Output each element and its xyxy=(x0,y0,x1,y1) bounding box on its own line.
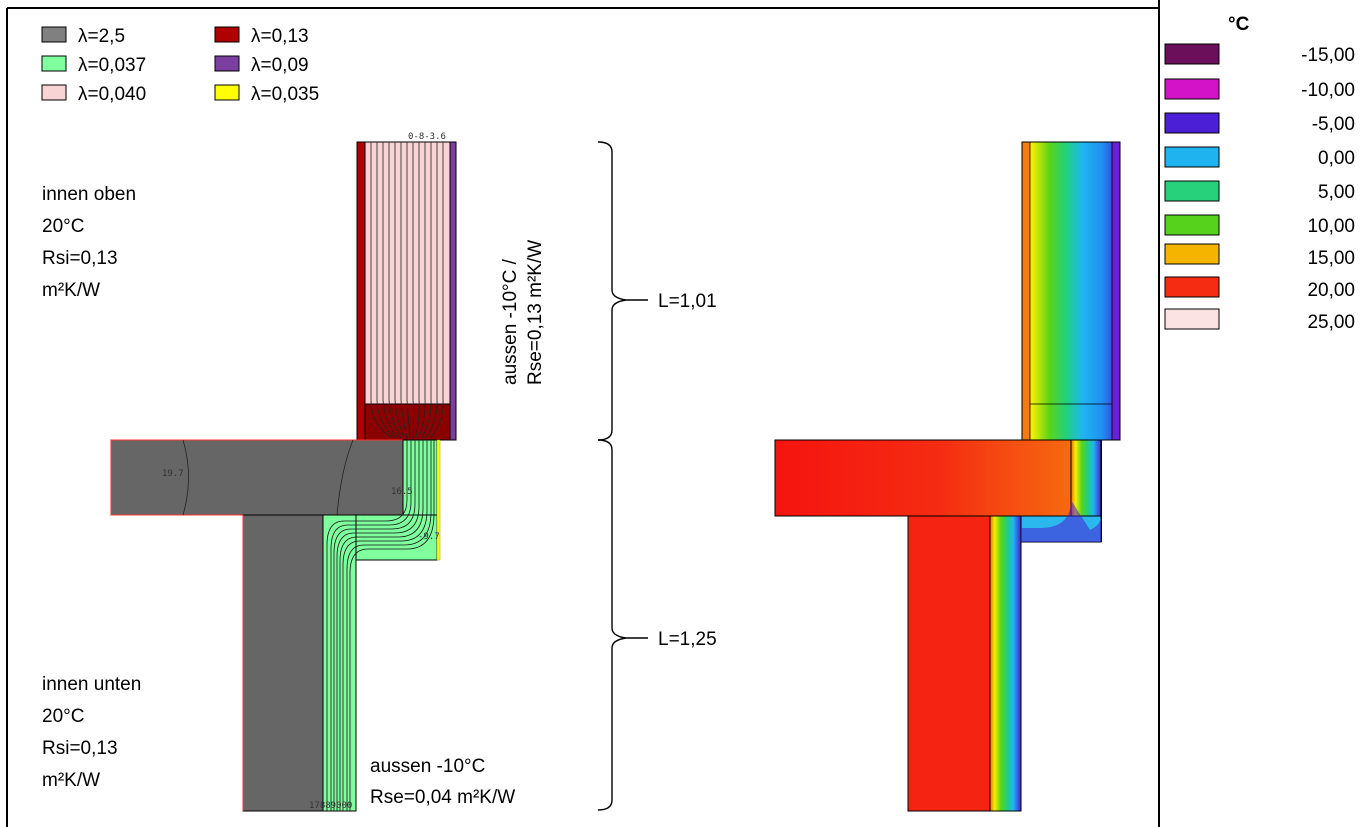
legend-item: λ=0,13 xyxy=(214,26,309,47)
legend-item: λ=0,09 xyxy=(214,55,309,76)
scale-swatch-2 xyxy=(1164,112,1220,134)
scale-swatch-1 xyxy=(1164,78,1220,100)
scale-value-0: -15,00 xyxy=(1301,45,1355,66)
scale-swatch-4 xyxy=(1164,180,1220,202)
isotherm-label-e: 17889000 xyxy=(309,801,352,811)
field-lower-insulation xyxy=(989,515,1022,812)
scale-value-3: 0,00 xyxy=(1318,148,1355,169)
outer-top-line-2: Rse=0,13 m²K/W xyxy=(525,240,546,385)
legend-item: λ=0,037 xyxy=(41,55,146,76)
scale-item: 0,00 xyxy=(1164,146,1355,169)
outer-frame xyxy=(6,0,1160,827)
scale-value-8: 25,00 xyxy=(1307,312,1355,333)
inner-bottom-line-3: Rsi=0,13 xyxy=(42,738,118,759)
outer-top-line-1: aussen -10°C / xyxy=(500,258,521,385)
outer-bottom-line-2: Rse=0,04 m²K/W xyxy=(370,787,515,808)
material-section: 0-8-3.6 19.7 16.5 -9.7 17889000 xyxy=(110,132,457,812)
temperature-field xyxy=(774,141,1121,812)
inner-top-line-1: innen oben xyxy=(42,184,136,205)
upper-wall-isotherms xyxy=(370,142,444,439)
legend-swatch-3 xyxy=(214,26,240,43)
scale-item: -5,00 xyxy=(1164,112,1355,135)
legend-swatch-4 xyxy=(214,55,240,72)
legend-label-0: λ=2,5 xyxy=(78,26,125,47)
field-slab xyxy=(774,439,1072,517)
legend-swatch-5 xyxy=(214,84,240,101)
field-lower-wall xyxy=(907,515,991,812)
inner-bottom-line-2: 20°C xyxy=(42,706,84,727)
length-top-label: L=1,01 xyxy=(658,291,717,312)
isotherm-label-a: 19.7 xyxy=(162,469,184,479)
scale-swatch-3 xyxy=(1164,146,1220,168)
length-braces xyxy=(597,141,648,811)
isotherm-label-d: -9.7 xyxy=(418,532,440,542)
material-legend: λ=2,5 λ=0,037 λ=0,040 λ=0,13 λ=0,09 λ=0,… xyxy=(41,26,319,105)
scale-item: 25,00 xyxy=(1164,308,1355,333)
scale-swatch-0 xyxy=(1164,43,1220,65)
scale-value-1: -10,00 xyxy=(1301,80,1355,101)
scale-item: -15,00 xyxy=(1164,43,1355,66)
legend-label-4: λ=0,09 xyxy=(251,55,309,76)
inner-bottom-line-4: m²K/W xyxy=(42,770,100,791)
floor-slab xyxy=(110,439,404,516)
inner-top-line-3: Rsi=0,13 xyxy=(42,248,118,269)
legend-item: λ=0,035 xyxy=(214,84,319,105)
legend-label-2: λ=0,040 xyxy=(78,84,146,105)
inner-top-line-2: 20°C xyxy=(42,216,84,237)
slab-isotherm xyxy=(182,439,189,516)
scale-item: 15,00 xyxy=(1164,243,1355,269)
brace-top xyxy=(597,141,627,441)
lower-wall-insulation xyxy=(322,514,357,812)
length-bottom-label: L=1,25 xyxy=(658,629,717,650)
upper-wall-inner-layer xyxy=(356,141,366,441)
outer-bottom-line-1: aussen -10°C xyxy=(370,756,485,777)
scale-swatch-8 xyxy=(1164,308,1220,330)
upper-wall-outer-layer xyxy=(449,141,457,441)
scale-value-6: 15,00 xyxy=(1307,248,1355,269)
scale-swatch-5 xyxy=(1164,214,1220,236)
field-upper-wall xyxy=(1021,141,1121,441)
scale-value-4: 5,00 xyxy=(1318,182,1355,203)
scale-value-5: 10,00 xyxy=(1307,216,1355,237)
upper-wall-insulation xyxy=(364,141,451,405)
insulation-isotherms xyxy=(326,440,435,811)
isotherm-label-c: 16.5 xyxy=(391,487,413,497)
slab-isotherm xyxy=(336,439,354,516)
scale-value-7: 20,00 xyxy=(1307,280,1355,301)
legend-label-3: λ=0,13 xyxy=(251,26,309,47)
scale-item: 5,00 xyxy=(1164,180,1355,203)
scale-unit: °C xyxy=(1228,14,1250,35)
inner-bottom-line-1: innen unten xyxy=(42,674,141,695)
brace-bottom xyxy=(597,439,627,811)
legend-swatch-0 xyxy=(41,26,67,43)
scale-item: -10,00 xyxy=(1164,78,1355,101)
scale-value-2: -5,00 xyxy=(1312,114,1355,135)
legend-swatch-2 xyxy=(41,84,67,101)
scale-swatch-7 xyxy=(1164,276,1220,298)
legend-label-1: λ=0,037 xyxy=(78,55,146,76)
inner-top-line-4: m²K/W xyxy=(42,280,100,301)
scale-item: 10,00 xyxy=(1164,214,1355,237)
isotherm-label-b: 0-8-3.6 xyxy=(408,132,446,142)
legend-item: λ=0,040 xyxy=(41,84,146,105)
temperature-scale: °C -15,00 -10,00 -5,00 0,00 5,00 10,00 1… xyxy=(1164,14,1355,333)
yellow-strip xyxy=(436,439,441,561)
scale-swatch-6 xyxy=(1164,243,1220,265)
legend-item: λ=2,5 xyxy=(41,26,125,47)
legend-swatch-1 xyxy=(41,55,67,72)
legend-label-5: λ=0,035 xyxy=(251,84,319,105)
lower-wall-concrete xyxy=(242,514,324,812)
scale-item: 20,00 xyxy=(1164,276,1355,301)
boundary-labels: innen oben 20°C Rsi=0,13 m²K/W innen unt… xyxy=(42,184,546,808)
